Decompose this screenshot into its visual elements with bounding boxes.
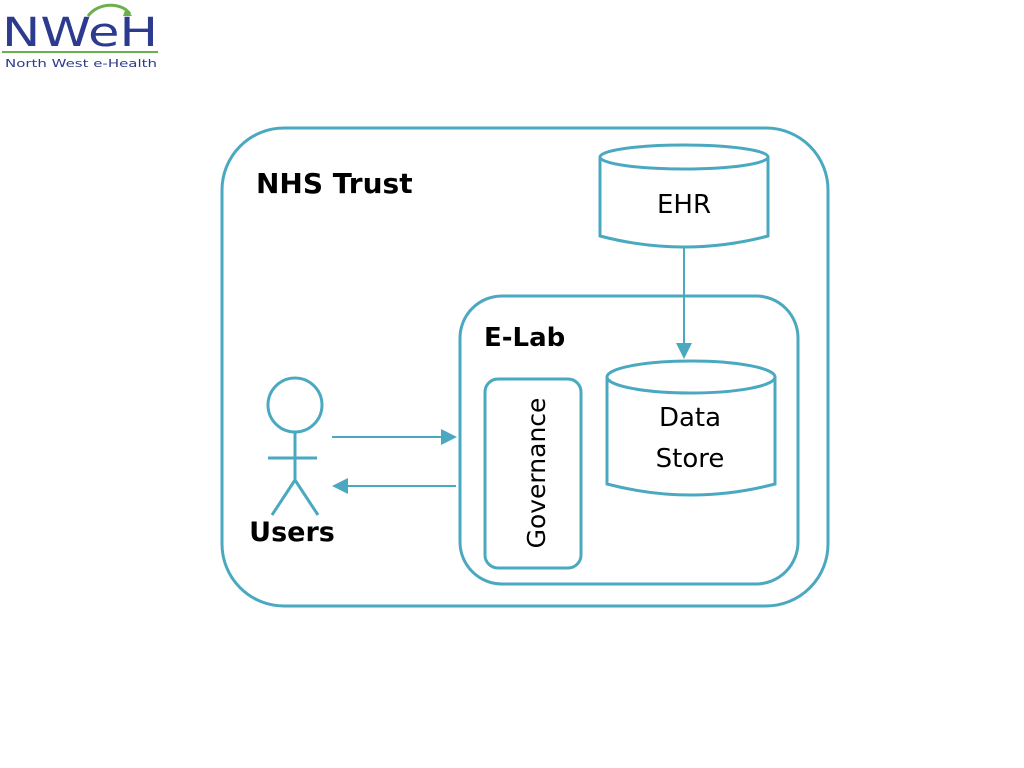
data-store-label-line2: Store <box>656 444 725 474</box>
logo-swoosh-arrow-icon <box>123 8 132 16</box>
governance-label: Governance <box>522 398 551 549</box>
ehr-label: EHR <box>657 190 711 220</box>
logo-tagline: North West e-Health <box>5 58 157 70</box>
governance-box <box>483 377 583 570</box>
data-store-cylinder <box>605 359 777 497</box>
logo-wordmark: NWeH <box>2 10 158 56</box>
elab-container <box>458 294 800 586</box>
ehr-cylinder <box>598 143 770 249</box>
user-icon <box>266 376 324 516</box>
data-store-label-line1: Data <box>659 403 721 433</box>
nhs-trust-container <box>220 126 830 608</box>
nweh-logo: NWeH North West e-Health <box>2 3 158 70</box>
elab-label: E-Lab <box>484 323 565 353</box>
users-label: Users <box>249 517 335 548</box>
nhs-trust-label: NHS Trust <box>256 167 413 200</box>
